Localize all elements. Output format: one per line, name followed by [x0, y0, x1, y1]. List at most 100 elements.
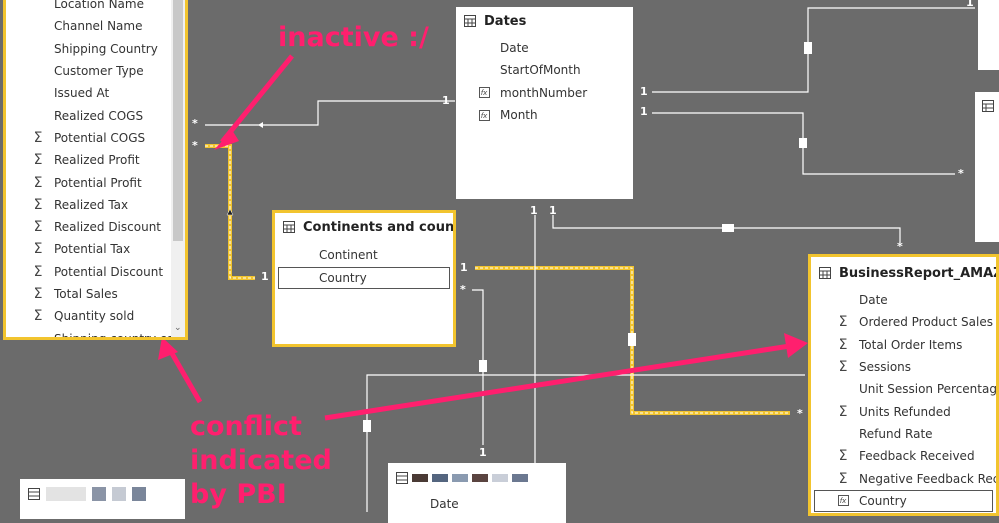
top-right-table[interactable]	[978, 0, 999, 70]
field-country[interactable]: Country	[278, 266, 450, 289]
cardinality-many: *	[192, 139, 198, 152]
bottom-left-table-header[interactable]	[20, 479, 185, 509]
relationship-line-dates-top-right[interactable]	[652, 7, 975, 93]
table-icon	[464, 15, 476, 27]
redacted-block	[452, 474, 468, 482]
sigma-icon: Σ	[33, 286, 43, 302]
bottom-middle-table[interactable]: Date	[388, 463, 566, 523]
annotation-conflict-line: conflict	[190, 411, 302, 442]
bottom-table-header[interactable]	[388, 463, 566, 493]
field-label: Potential COGS	[54, 130, 146, 145]
right-table[interactable]	[975, 92, 999, 242]
cardinality-one: 1	[442, 94, 450, 107]
bidirectional-arrow-icon	[722, 224, 734, 232]
field-shipping-country-co[interactable]: Shipping country co	[6, 327, 185, 340]
cardinality-one: 1	[640, 105, 648, 118]
field-startofmonth[interactable]: StartOfMonth	[456, 59, 633, 81]
redacted-block	[132, 487, 146, 501]
field-label: Total Order Items	[859, 337, 963, 352]
bottom-left-table[interactable]	[20, 479, 185, 519]
field-label: Date	[430, 497, 459, 512]
field-realized-profit[interactable]: Σ Realized Profit	[6, 149, 185, 171]
redacted-block	[512, 474, 528, 482]
sigma-icon: Σ	[33, 174, 43, 191]
field-label: Realized Profit	[54, 153, 140, 168]
field-label: Potential Discount	[54, 264, 164, 279]
cardinality-many: *	[958, 167, 964, 180]
field-date[interactable]: Date	[811, 289, 996, 311]
annotation-conflict-line: by PBI	[190, 479, 287, 510]
dates-table-header[interactable]: Dates	[456, 7, 633, 35]
field-realized-cogs[interactable]: Realized COGS	[6, 104, 185, 126]
field-issued-at[interactable]: Issued At	[6, 82, 185, 104]
continents-table-header[interactable]: Continents and countrie	[275, 213, 453, 241]
field-label: Quantity sold	[54, 309, 135, 324]
field-date[interactable]: Date	[456, 37, 633, 59]
field-monthnumber[interactable]: fx monthNumber	[456, 82, 633, 104]
field-label: Potential Profit	[54, 175, 142, 190]
field-label: Refund Rate	[859, 426, 933, 441]
field-potential-profit[interactable]: Σ Potential Profit	[6, 171, 185, 193]
sigma-icon: Σ	[33, 219, 43, 236]
field-location-name[interactable]: Location Name	[6, 0, 185, 15]
sigma-icon: Σ	[33, 196, 43, 213]
sigma-icon: Σ	[33, 152, 43, 169]
field-label: Issued At	[54, 86, 110, 101]
relationship-line-bottom-left[interactable]	[366, 374, 805, 512]
sigma-icon: Σ	[33, 241, 43, 258]
field-label: monthNumber	[500, 85, 588, 100]
bidirectional-arrow-icon	[628, 333, 636, 346]
direction-arrow-icon	[799, 138, 807, 148]
sigma-icon: Σ	[838, 403, 848, 420]
field-units-refunded[interactable]: Σ Units Refunded	[811, 400, 996, 422]
cardinality-one: 1	[640, 85, 648, 98]
cardinality-many: *	[897, 240, 903, 253]
field-label: Shipping Country	[54, 41, 158, 56]
scroll-down-icon[interactable]: ⌄	[174, 323, 182, 333]
sigma-icon: Σ	[838, 448, 848, 465]
scrollbar-thumb[interactable]	[173, 0, 183, 241]
field-realized-tax[interactable]: Σ Realized Tax	[6, 194, 185, 216]
field-shipping-country[interactable]: Shipping Country	[6, 38, 185, 60]
calculated-column-icon: fx	[476, 87, 492, 99]
field-unit-session-percentage[interactable]: Unit Session Percentage	[811, 378, 996, 400]
redacted-block	[412, 474, 428, 482]
field-label: Units Refunded	[859, 404, 951, 419]
field-channel-name[interactable]: Channel Name	[6, 15, 185, 37]
field-label: Realized COGS	[54, 108, 144, 123]
cardinality-one: 1	[549, 204, 557, 217]
continents-table-title: Continents and countrie	[303, 219, 455, 235]
field-row[interactable]: Date	[388, 493, 566, 515]
business-report-table-header[interactable]: BusinessReport_AMAZO	[811, 257, 996, 289]
cardinality-many: *	[460, 283, 466, 296]
field-label: Realized Tax	[54, 197, 129, 212]
redacted-block	[92, 487, 106, 501]
sigma-icon: Σ	[838, 314, 848, 331]
field-label: Shipping country co	[54, 331, 174, 340]
field-refund-rate[interactable]: Refund Rate	[811, 423, 996, 445]
left-table-scrollbar[interactable]: ⌄	[171, 0, 185, 337]
field-customer-type[interactable]: Customer Type	[6, 60, 185, 82]
field-label: Unit Session Percentage	[859, 382, 999, 397]
field-continent[interactable]: Continent	[275, 244, 453, 267]
